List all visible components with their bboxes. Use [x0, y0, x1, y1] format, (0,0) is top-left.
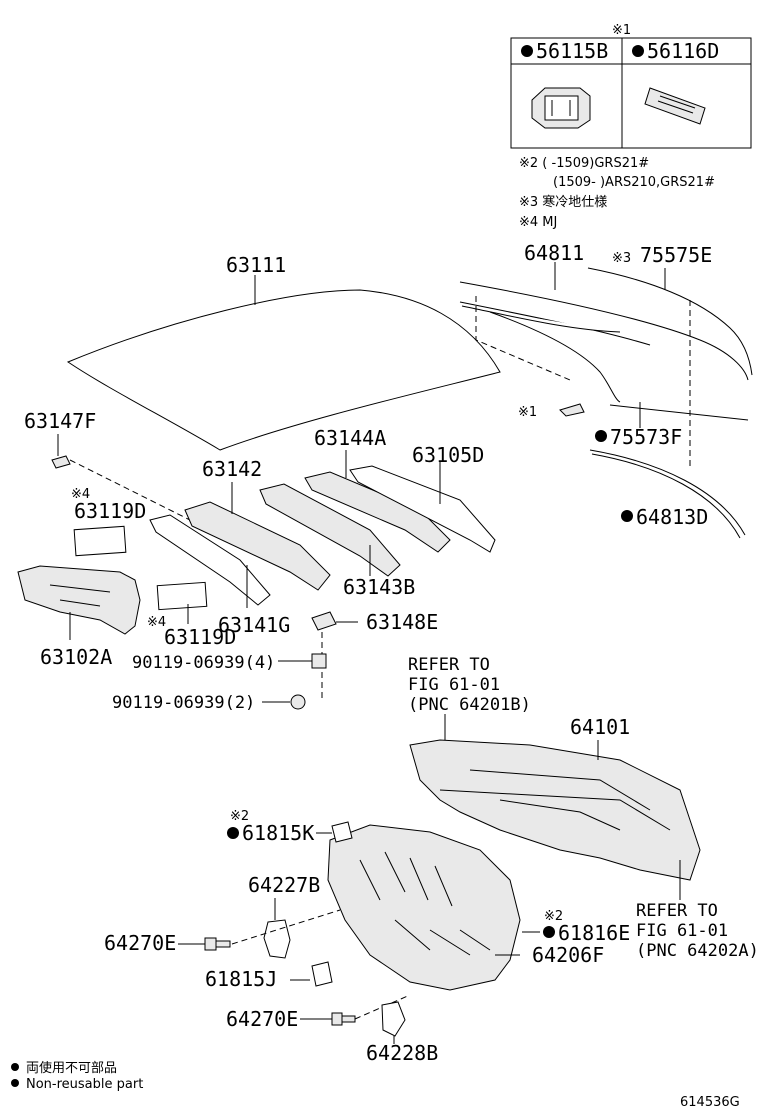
- note-3: ※3 寒冷地仕様: [519, 194, 607, 210]
- side-moulding-64811: [459, 262, 749, 421]
- label-64206f: 64206F: [532, 943, 604, 967]
- ref2-line2: FIG 61-01: [636, 921, 728, 941]
- mark-2a: ※2: [230, 809, 249, 824]
- weatherstrip-75575e: [587, 267, 753, 470]
- mark-75575e: ※3: [612, 251, 631, 266]
- non-reusable-dot-icon: [621, 510, 633, 522]
- pad-61815k: [331, 821, 353, 843]
- label-64813d: 64813D: [636, 505, 708, 529]
- legend-table-frame: [510, 37, 752, 149]
- label-64811: 64811: [524, 241, 584, 265]
- bracket-64227b: [263, 919, 291, 959]
- label-61815k: 61815K: [242, 821, 314, 845]
- ref2-line1: REFER TO: [636, 901, 718, 921]
- notes: ※2 ( -1509)GRS21# (1509- )ARS210,GRS21# …: [519, 156, 715, 230]
- label-75575e: 75575E: [640, 243, 712, 267]
- label-63141g: 63141G: [218, 613, 290, 637]
- note-4: ※4 MJ: [519, 215, 557, 230]
- non-reusable-dot-icon: [11, 1079, 19, 1087]
- roof-panel-63111: [66, 275, 501, 451]
- footer-legend-jp: 両使用不可部品: [26, 1060, 117, 1076]
- moulding-64813d: [589, 449, 746, 539]
- roof-bow-63105d: [349, 462, 496, 553]
- ref1-line1: REFER TO: [408, 655, 490, 675]
- ref2-line3: (PNC 64202A): [636, 941, 759, 961]
- label-63119d-a: 63119D: [74, 499, 146, 523]
- label-63144a: 63144A: [314, 426, 386, 450]
- note-2b: (1509- )ARS210,GRS21#: [553, 175, 715, 190]
- roof-bow-63142: [184, 482, 331, 591]
- legend-table-mark: ※1: [612, 23, 631, 38]
- ref1-line3: (PNC 64201B): [408, 695, 531, 715]
- mark-4a: ※4: [71, 487, 90, 502]
- label-63142: 63142: [202, 457, 262, 481]
- footer-legend-en: Non-reusable part: [26, 1077, 143, 1092]
- label-63143b: 63143B: [343, 575, 415, 599]
- bolt-drawing-1: [311, 653, 327, 669]
- roof-bow-63143b: [259, 483, 401, 577]
- pad-61815j: [311, 961, 333, 987]
- bolt-64270e-b: [331, 1012, 356, 1026]
- non-reusable-dot-icon: [632, 45, 644, 57]
- label-64227b: 64227B: [248, 873, 320, 897]
- bracket-64228b: [381, 1001, 406, 1037]
- label-61815j: 61815J: [205, 967, 277, 991]
- non-reusable-dot-icon: [521, 45, 533, 57]
- bolt-drawing-2: [290, 694, 306, 710]
- roof-bow-63144a: [304, 450, 451, 553]
- non-reusable-dot-icon: [595, 430, 607, 442]
- label-bolt-4: 90119-06939(4): [132, 653, 275, 673]
- clip-mark1-drawing: [559, 403, 585, 417]
- note-2a: ※2 ( -1509)GRS21#: [519, 156, 649, 171]
- mark-4b: ※4: [147, 615, 166, 630]
- legend-col2-label: 56116D: [647, 39, 719, 63]
- back-panel-64206f: [327, 824, 521, 991]
- bolt-64270e-a: [204, 937, 231, 951]
- clip-56116d-drawing: [644, 87, 706, 125]
- label-64270e-b: 64270E: [226, 1007, 298, 1031]
- pad-63119d-b: [156, 581, 208, 611]
- label-63105d: 63105D: [412, 443, 484, 467]
- non-reusable-dot-icon: [11, 1063, 19, 1071]
- pad-63119d-a: [73, 525, 127, 557]
- rear-panel-64101: [409, 739, 701, 881]
- front-rail-63102a: [17, 565, 141, 640]
- ref1-line2: FIG 61-01: [408, 675, 500, 695]
- non-reusable-dot-icon: [543, 926, 555, 938]
- mark-1: ※1: [518, 405, 537, 420]
- bracket-63148e: [311, 611, 337, 631]
- legend-col1-label: 56115B: [536, 39, 608, 63]
- legend-table: ※1 56115B 56116D: [510, 23, 752, 149]
- label-63148e: 63148E: [366, 610, 438, 634]
- roof-bow-63141g: [149, 514, 271, 608]
- label-63102a: 63102A: [40, 645, 112, 669]
- clip-63147f-drawing: [51, 455, 71, 469]
- label-63119d-b: 63119D: [164, 625, 236, 649]
- label-75573f: 75573F: [610, 425, 682, 449]
- label-63147f: 63147F: [24, 409, 96, 433]
- label-64101: 64101: [570, 715, 630, 739]
- label-61816e: 61816E: [558, 921, 630, 945]
- clip-56115b-drawing: [531, 87, 591, 129]
- label-64270e-a: 64270E: [104, 931, 176, 955]
- mark-2b: ※2: [544, 909, 563, 924]
- non-reusable-dot-icon: [227, 827, 239, 839]
- figure-code: 614536G: [680, 1095, 740, 1110]
- label-bolt-2: 90119-06939(2): [112, 693, 255, 713]
- label-64228b: 64228B: [366, 1041, 438, 1065]
- label-63111: 63111: [226, 253, 286, 277]
